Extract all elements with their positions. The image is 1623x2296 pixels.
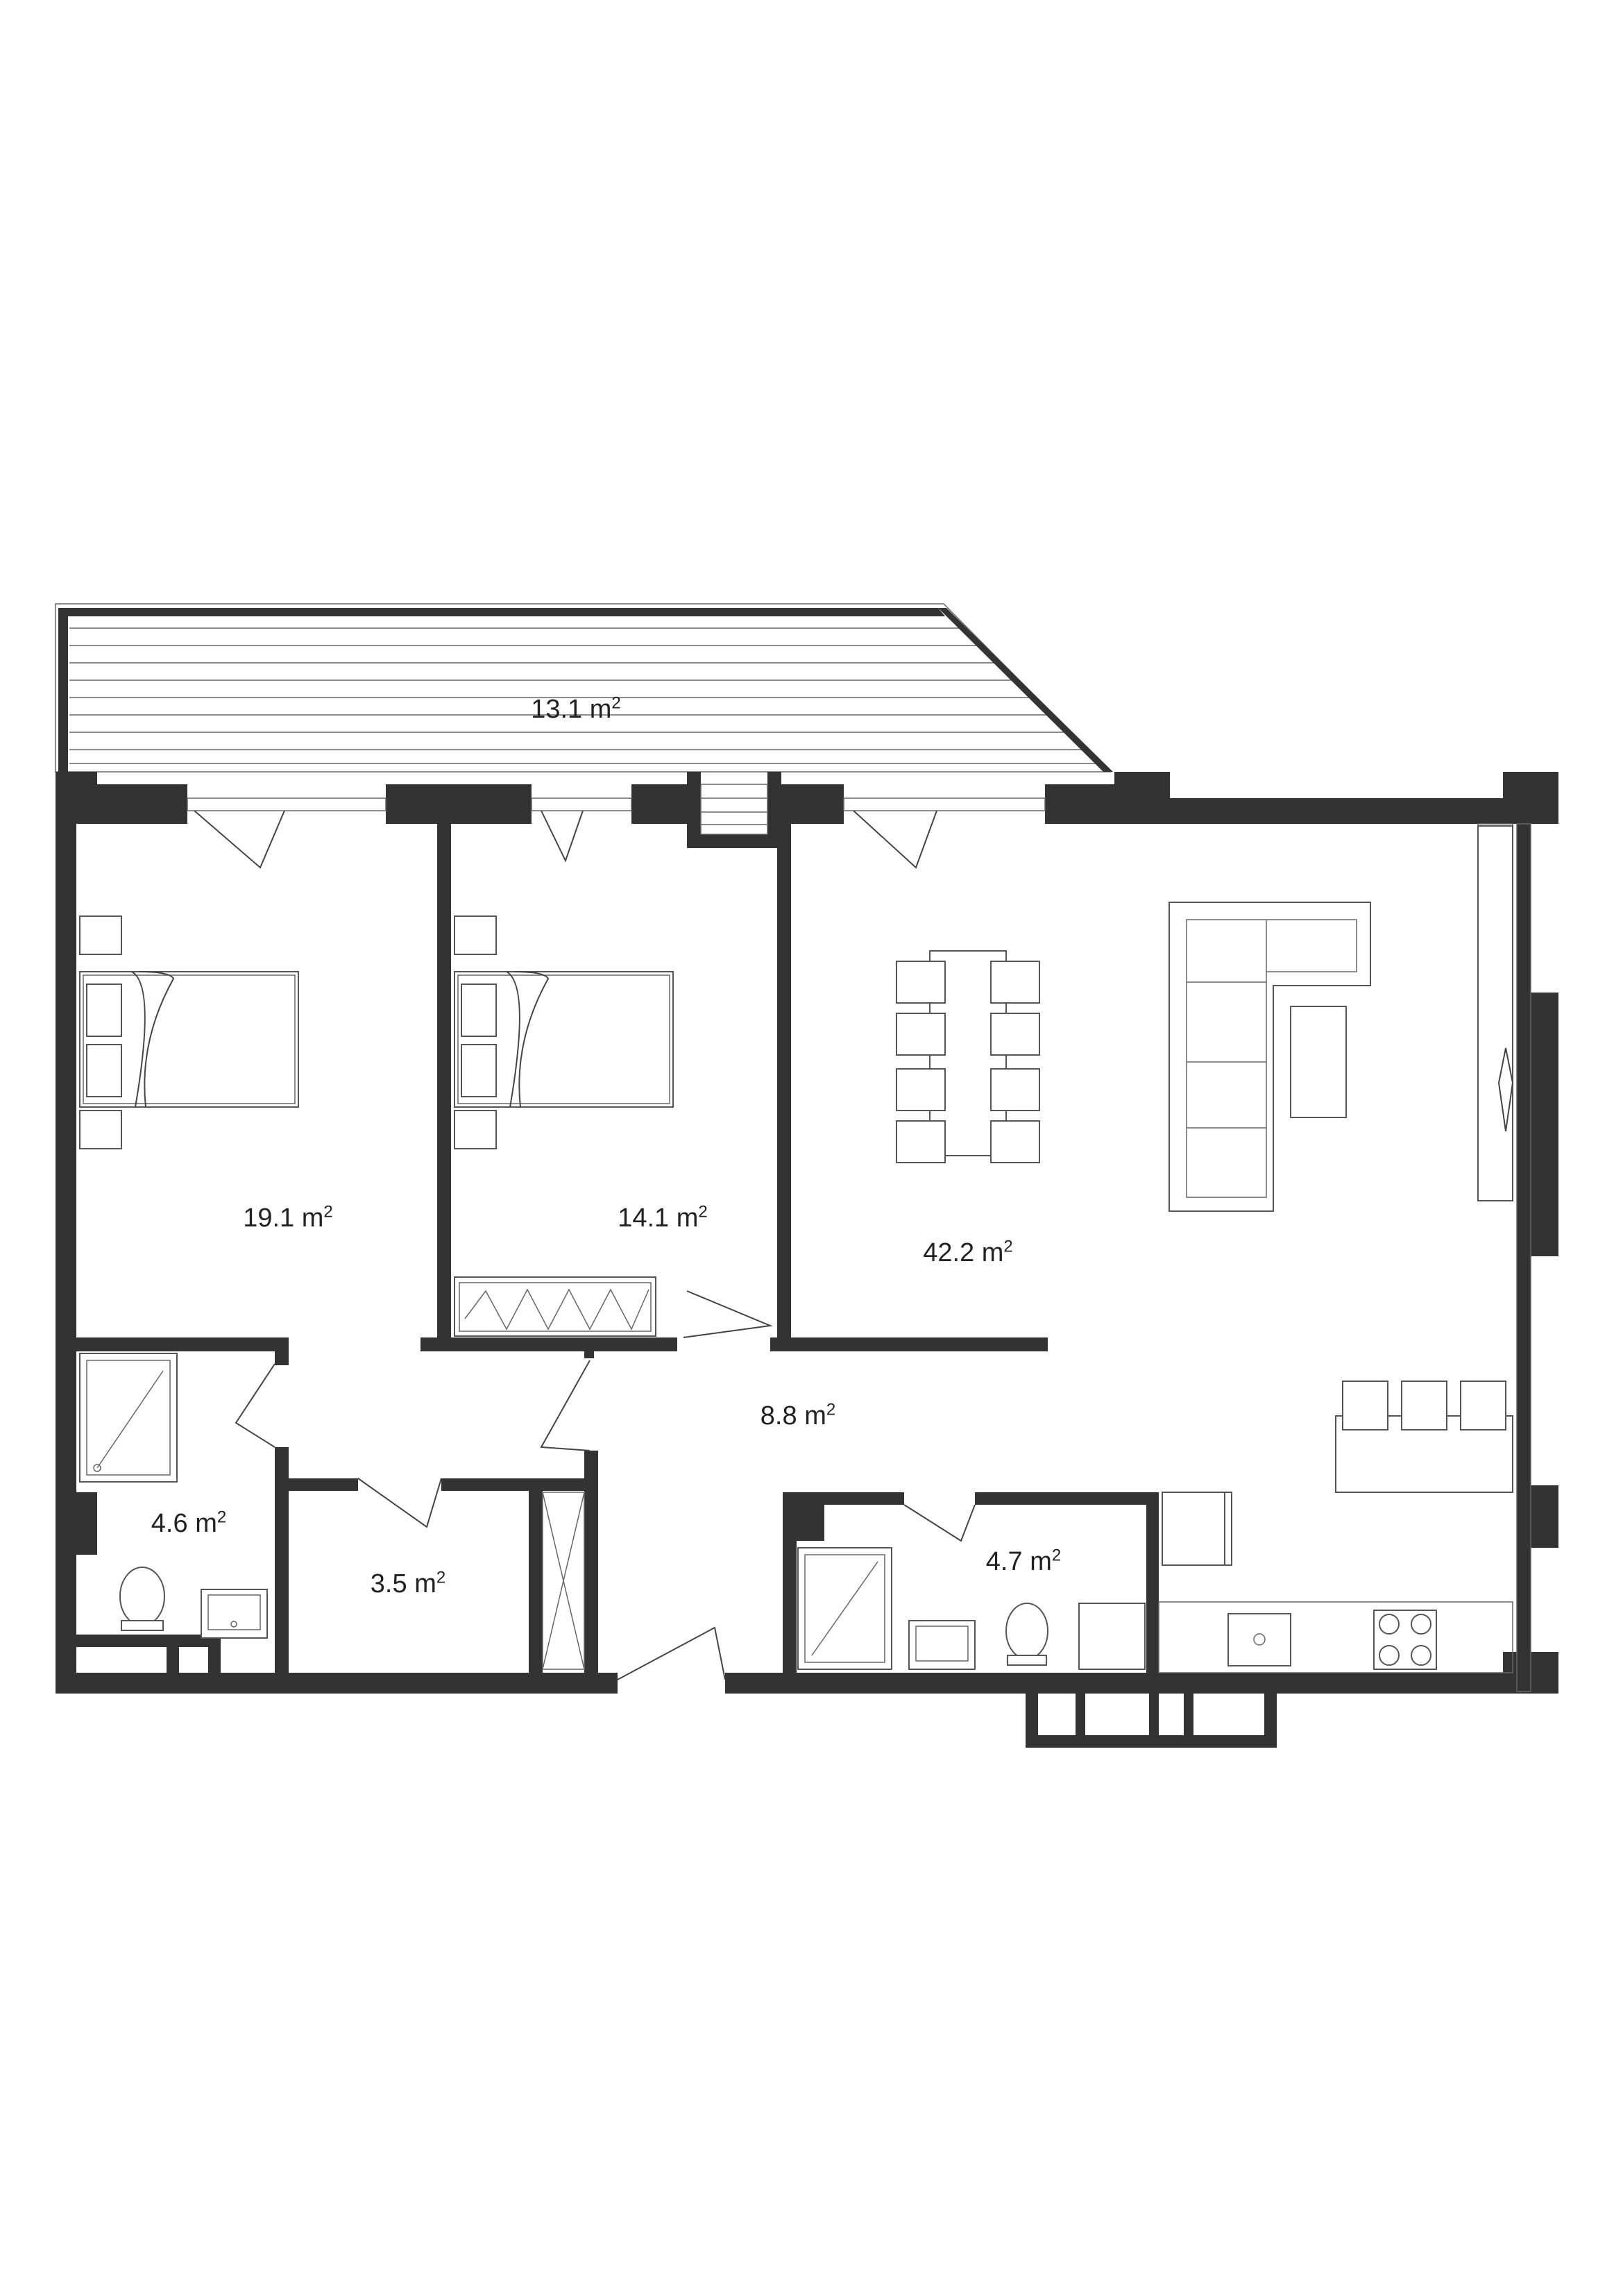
- area-unit-exponent: 2: [1051, 1546, 1062, 1565]
- toilet-1: [119, 1567, 165, 1631]
- exterior-walls: [56, 772, 1558, 1748]
- terrace: [55, 603, 1113, 773]
- shower-2: [797, 1547, 892, 1670]
- storage-area-label: 3.5 m2: [370, 1568, 446, 1598]
- bedroom-1-area-label: 19.1 m2: [243, 1202, 333, 1233]
- area-unit: m: [981, 1238, 1004, 1267]
- hall-area-label: 8.8 m2: [760, 1400, 836, 1430]
- area-unit-exponent: 2: [323, 1202, 333, 1222]
- dining-table: [896, 950, 1040, 1163]
- area-unit-exponent: 2: [698, 1202, 708, 1222]
- bed-2: [454, 915, 674, 1149]
- area-unit-exponent: 2: [611, 693, 621, 713]
- closet: [542, 1492, 585, 1670]
- toilet-2: [1005, 1603, 1048, 1666]
- coffee-table: [1290, 1006, 1347, 1118]
- area-value: 4.6: [151, 1509, 188, 1538]
- area-unit: m: [676, 1204, 699, 1233]
- terrace-decking: [69, 627, 1102, 764]
- shower-1: [79, 1353, 178, 1483]
- area-value: 8.8: [760, 1401, 797, 1430]
- area-unit: m: [1030, 1547, 1052, 1576]
- area-value: 42.2: [923, 1238, 975, 1267]
- kitchen: [1158, 1492, 1513, 1673]
- area-unit-exponent: 2: [216, 1508, 227, 1527]
- area-unit: m: [301, 1204, 324, 1233]
- area-value: 3.5: [370, 1569, 407, 1598]
- door-swings: [194, 810, 976, 1680]
- area-value: 14.1: [618, 1204, 670, 1233]
- living-area-label: 42.2 m2: [923, 1237, 1013, 1267]
- bar-counter: [1335, 1381, 1513, 1493]
- sink-2: [908, 1620, 976, 1670]
- bathroom-2-area-label: 4.7 m2: [985, 1546, 1062, 1576]
- bed-1: [79, 915, 299, 1149]
- wardrobe: [454, 1276, 656, 1337]
- area-unit: m: [195, 1509, 217, 1538]
- washing-machine: [1078, 1603, 1146, 1670]
- area-value: 19.1: [243, 1204, 295, 1233]
- area-unit-exponent: 2: [826, 1400, 836, 1419]
- area-unit: m: [589, 695, 612, 724]
- bathroom-1-area-label: 4.6 m2: [151, 1508, 227, 1538]
- area-value: 4.7: [985, 1547, 1023, 1576]
- bedroom-2-area-label: 14.1 m2: [618, 1202, 708, 1233]
- area-unit: m: [414, 1569, 436, 1598]
- terrace-area-label: 13.1 m2: [531, 693, 621, 724]
- interior-walls: [56, 824, 1159, 1680]
- sofa: [1169, 902, 1371, 1212]
- area-unit-exponent: 2: [1003, 1237, 1013, 1256]
- area-unit-exponent: 2: [436, 1568, 446, 1587]
- tv-unit: [1477, 825, 1514, 1201]
- area-value: 13.1: [531, 695, 583, 724]
- sink-1: [201, 1589, 268, 1639]
- area-unit: m: [804, 1401, 826, 1430]
